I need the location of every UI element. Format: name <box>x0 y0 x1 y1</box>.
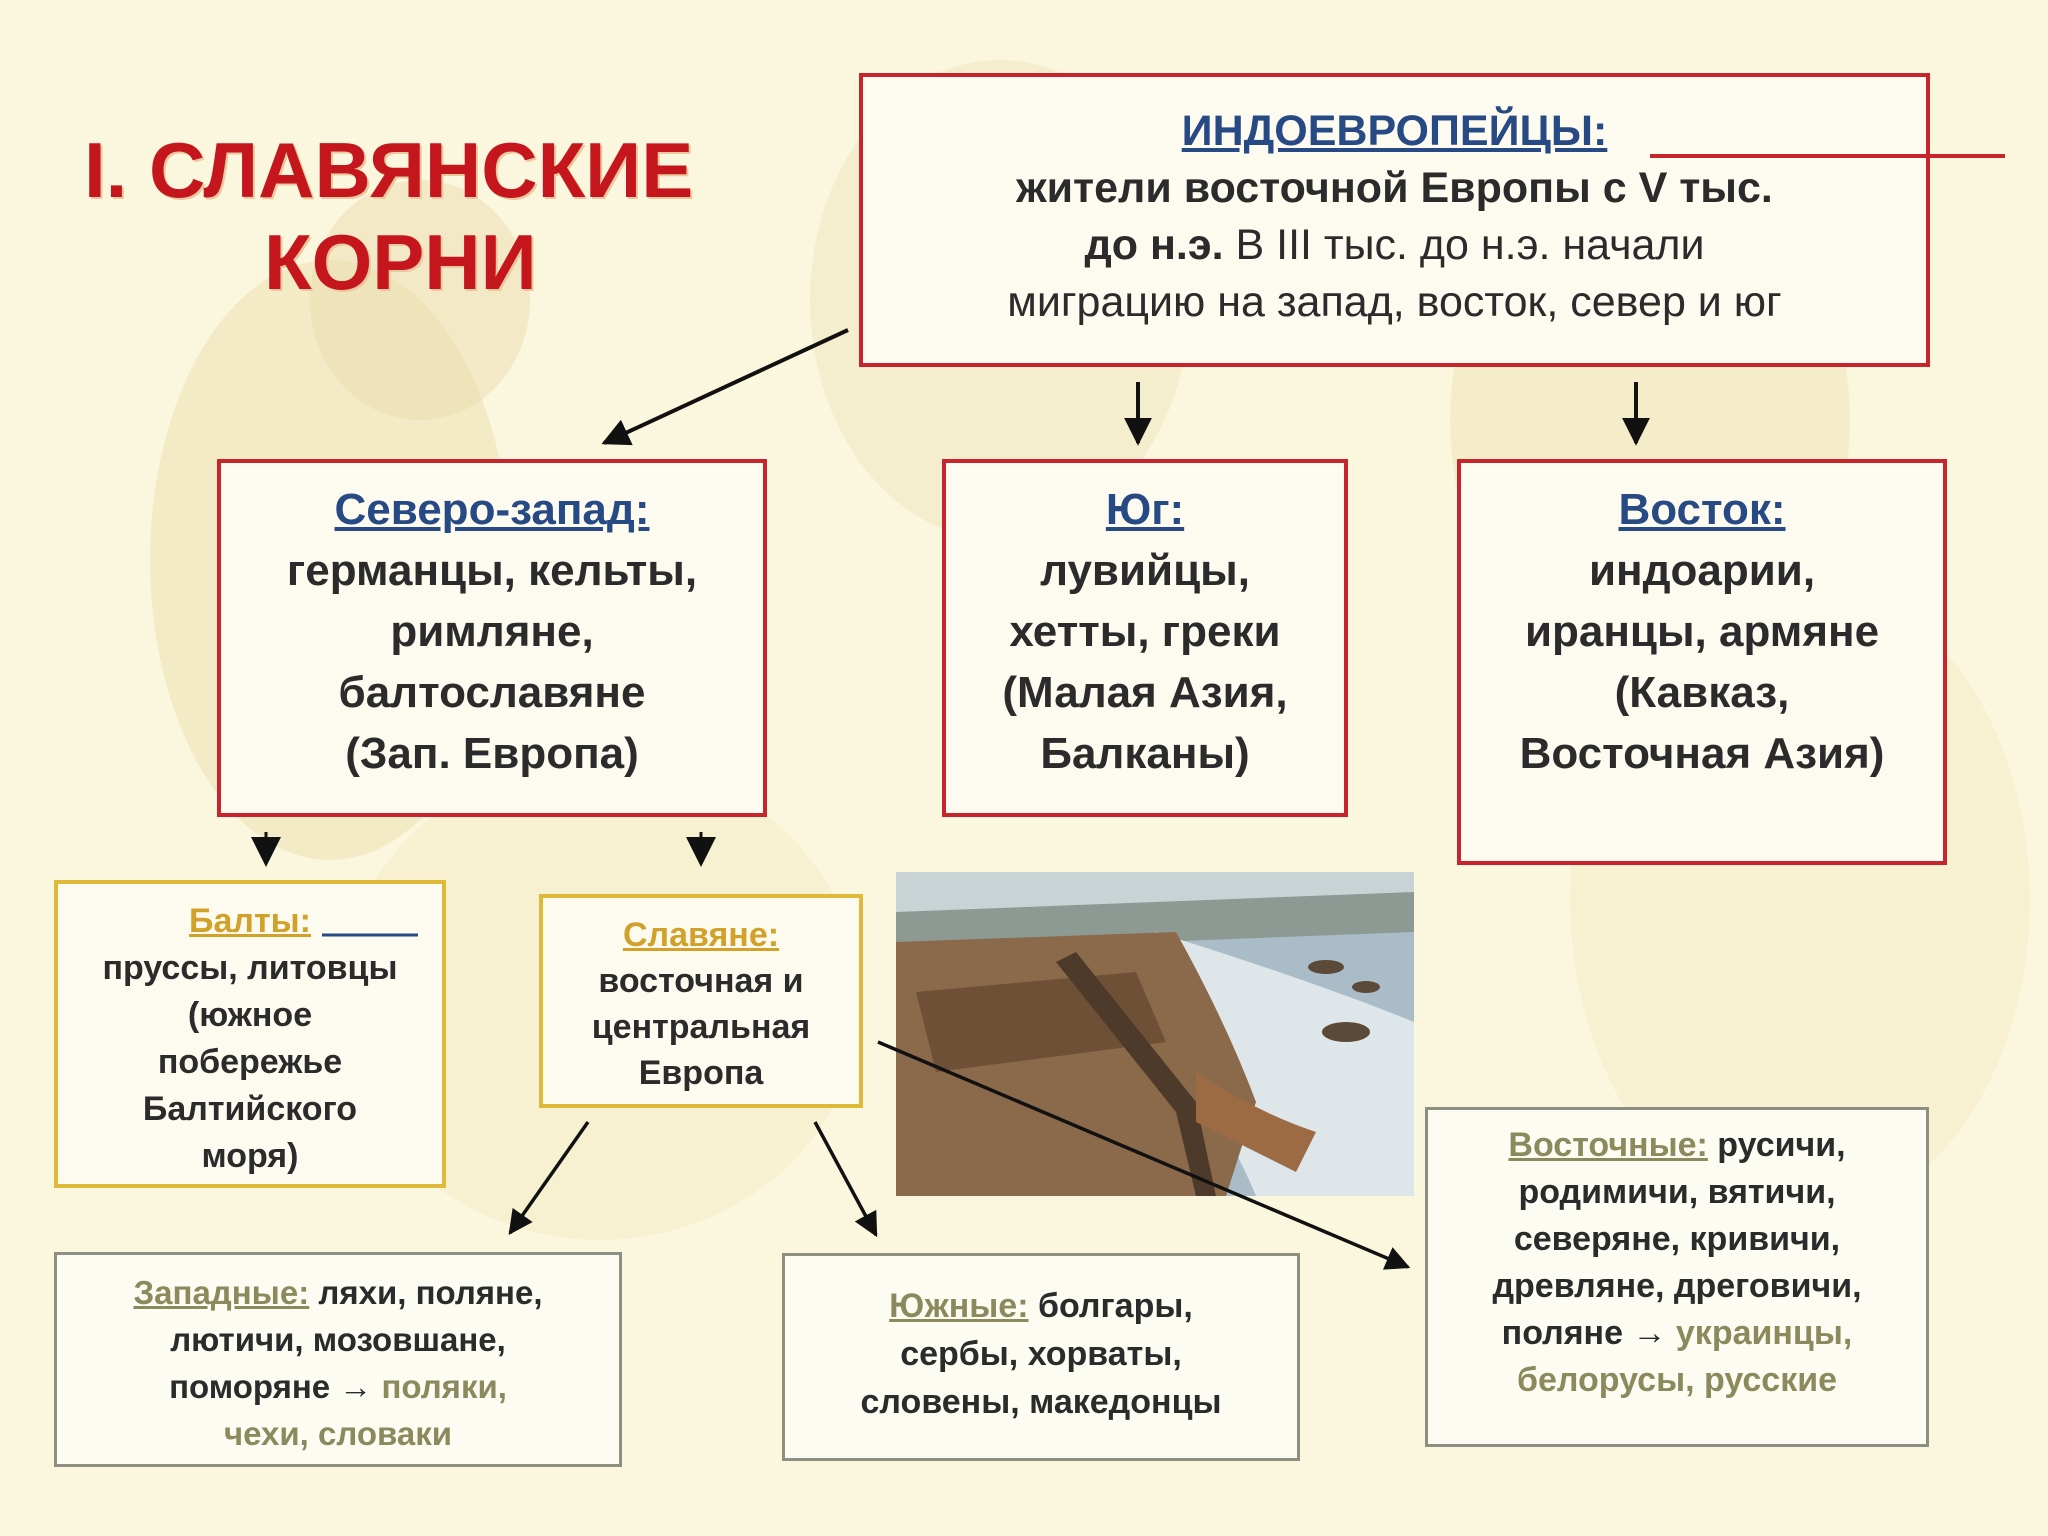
western-line-2: лютичи, мозовшане, <box>170 1321 506 1358</box>
title-line-2: КОРНИ <box>264 218 537 306</box>
slavs-heading: Славяне: <box>622 916 780 954</box>
slavs-box: Славяне: восточная и центральная Европа <box>539 894 863 1108</box>
page-title: I. СЛАВЯНСКИЕ КОРНИ <box>84 124 784 308</box>
western-line-4: чехи, словаки <box>223 1415 453 1452</box>
indoeuropeans-line-3: миграцию на запад, восток, север и юг <box>1007 278 1782 326</box>
east-box: Восток: индоарии, иранцы, армяне (Кавказ… <box>1457 459 1947 865</box>
eastern-line-5-highlight: украинцы, <box>1675 1314 1853 1352</box>
balts-box: Балты: пруссы, литовцы (южное побережье … <box>54 880 446 1188</box>
southern-slavs-box: Южные: болгары, сербы, хорваты, словены,… <box>782 1253 1300 1461</box>
indoeuropeans-line-2-rest: В III тыс. до н.э. начали <box>1223 221 1705 269</box>
eastern-line-5: поляне → украинцы, <box>1428 1310 1926 1357</box>
eastern-line-2: родимичи, вятичи, <box>1518 1173 1836 1211</box>
western-line-1-rest: ляхи, поляне, <box>309 1274 543 1311</box>
northwest-line-4: (Зап. Европа) <box>345 729 639 778</box>
settlement-image <box>896 872 1414 1196</box>
eastern-line-4: древляне, дреговичи, <box>1492 1267 1862 1305</box>
western-line-3-highlight: поляки, <box>381 1368 507 1405</box>
balts-heading: Балты: <box>189 902 311 940</box>
slavs-line-1: восточная и <box>598 962 804 1000</box>
southern-line-2: сербы, хорваты, <box>900 1335 1182 1373</box>
eastern-line-1-rest: русичи, <box>1707 1126 1846 1164</box>
south-heading: Юг: <box>1105 485 1185 534</box>
balts-line-1: пруссы, литовцы <box>102 949 398 987</box>
south-box: Юг: лувийцы, хетты, греки (Малая Азия, Б… <box>942 459 1348 817</box>
south-line-4: Балканы) <box>1040 729 1250 778</box>
eastern-line-5-start: поляне → <box>1501 1314 1676 1352</box>
east-line-2: иранцы, армяне <box>1524 607 1880 656</box>
western-heading: Западные: <box>133 1274 310 1311</box>
title-line-1: I. СЛАВЯНСКИЕ <box>84 126 694 214</box>
south-line-2: хетты, греки <box>1009 607 1281 656</box>
eastern-line-1: Восточные: русичи, <box>1428 1122 1926 1169</box>
northwest-box: Северо-запад: германцы, кельты, римляне,… <box>217 459 767 817</box>
balts-line-2: (южное <box>187 996 313 1034</box>
east-heading: Восток: <box>1618 485 1786 534</box>
northwest-line-3: балтославяне <box>338 668 646 717</box>
balts-line-3: побережье <box>157 1043 343 1081</box>
indoeuropeans-line-2: до н.э. В III тыс. до н.э. начали <box>863 217 1926 274</box>
indoeuropeans-line-2-bold: до н.э. <box>1084 221 1224 269</box>
east-line-3: (Кавказ, <box>1614 668 1790 717</box>
southern-line-1-rest: болгары, <box>1028 1287 1193 1325</box>
east-line-4: Восточная Азия) <box>1519 729 1885 778</box>
eastern-line-3: северяне, кривичи, <box>1513 1220 1841 1258</box>
western-line-3-start: поморяне → <box>169 1368 382 1405</box>
northwest-heading: Северо-запад: <box>334 485 650 534</box>
balts-line-5: моря) <box>201 1137 299 1175</box>
south-line-1: лувийцы, <box>1040 546 1250 595</box>
balts-line-4: Балтийского <box>142 1090 358 1128</box>
settlement-illustration <box>896 872 1414 1196</box>
slavs-line-3: Европа <box>638 1054 764 1092</box>
northwest-line-2: римляне, <box>390 607 594 656</box>
southern-line-3: словены, македонцы <box>860 1383 1222 1421</box>
northwest-line-1: германцы, кельты, <box>286 546 698 595</box>
western-line-3: поморяне → поляки, <box>57 1363 619 1410</box>
indoeuropeans-line-1: жители восточной Европы с V тыс. <box>1016 164 1773 212</box>
indoeuropeans-heading: ИНДОЕВРОПЕЙЦЫ: <box>1181 107 1608 155</box>
southern-line-1: Южные: болгары, <box>785 1282 1297 1330</box>
southern-heading: Южные: <box>889 1287 1029 1325</box>
western-line-1: Западные: ляхи, поляне, <box>57 1269 619 1316</box>
western-slavs-box: Западные: ляхи, поляне, лютичи, мозовшан… <box>54 1252 622 1467</box>
slavs-line-2: центральная <box>591 1008 811 1046</box>
eastern-heading: Восточные: <box>1508 1126 1708 1164</box>
indoeuropeans-box: ИНДОЕВРОПЕЙЦЫ: жители восточной Европы с… <box>859 73 1930 367</box>
east-line-1: индоарии, <box>1588 546 1816 595</box>
south-line-3: (Малая Азия, <box>1002 668 1288 717</box>
eastern-slavs-box: Восточные: русичи, родимичи, вятичи, сев… <box>1425 1107 1929 1447</box>
eastern-line-6: белорусы, русские <box>1516 1361 1838 1399</box>
